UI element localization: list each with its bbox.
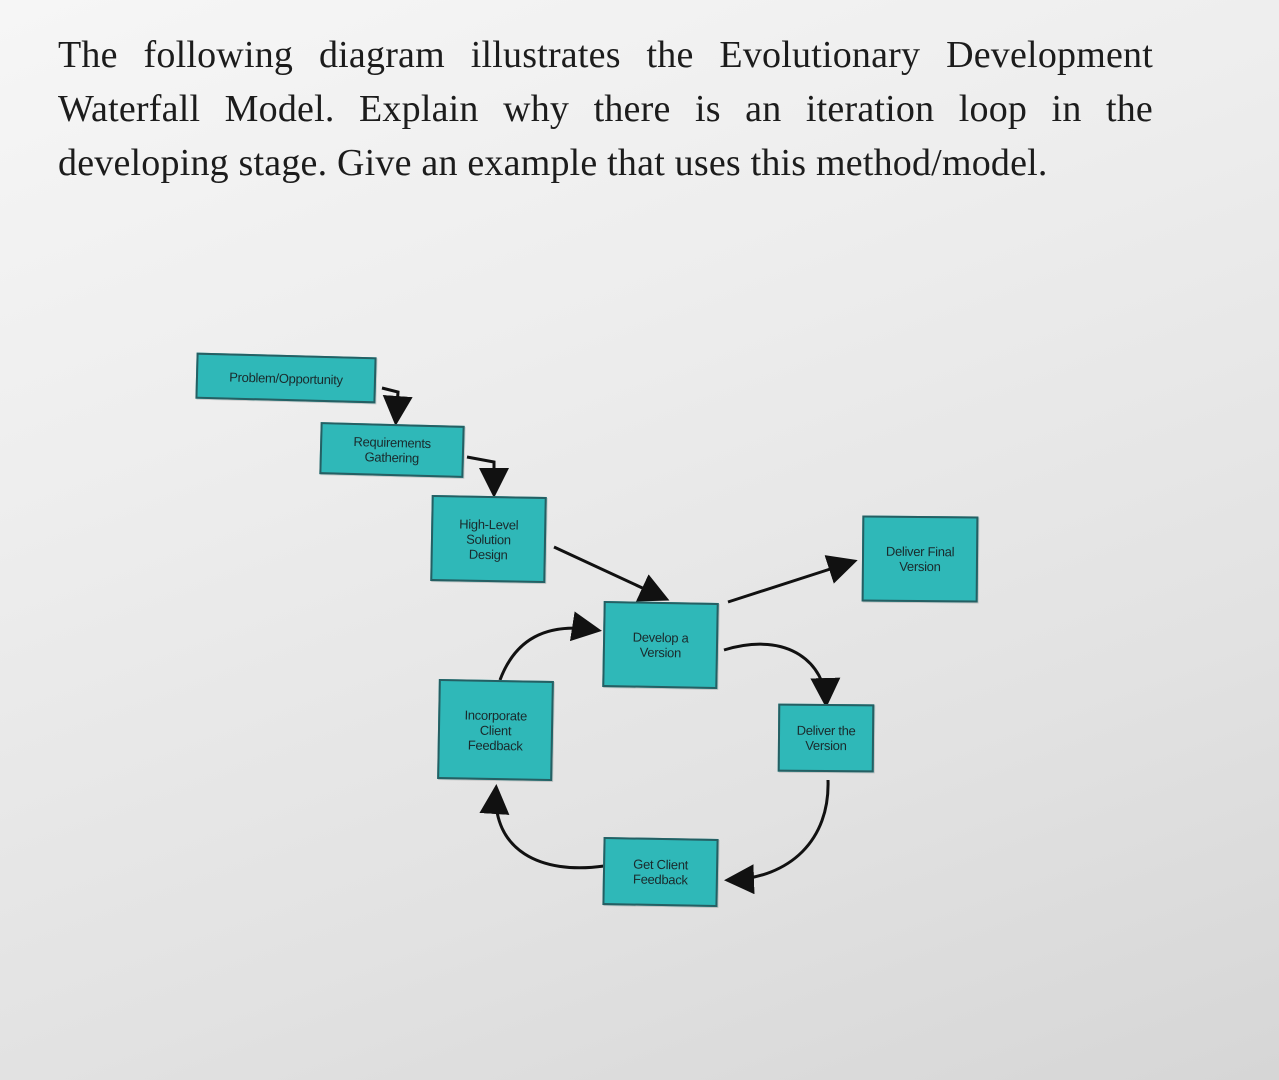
arrow-deliver-to-feedback (724, 779, 830, 895)
box-incorporate-client-feedback: Incorporate Client Feedback (437, 679, 554, 781)
box-requirements-gathering: Requirements Gathering (319, 422, 465, 478)
question-text: The following diagram illustrates the Ev… (58, 34, 1153, 184)
arrow-develop-to-deliver (723, 642, 841, 708)
arrow-requirements-to-design (466, 455, 509, 498)
box-high-level-solution-design: High-Level Solution Design (430, 495, 547, 583)
box-get-client-feedback: Get Client Feedback (602, 837, 719, 907)
arrow-develop-to-final (727, 555, 858, 604)
arrow-feedback-to-incorporate (479, 784, 605, 870)
box-problem-opportunity: Problem/Opportunity (195, 352, 377, 404)
arrow-design-to-develop (553, 545, 670, 602)
box-develop-a-version: Develop a Version (602, 601, 719, 689)
box-deliver-final-version: Deliver Final Version (861, 515, 979, 603)
box-deliver-the-version: Deliver the Version (777, 703, 875, 773)
arrow-incorporate-to-develop (498, 611, 602, 681)
arrow-problem-to-requirements (381, 386, 413, 426)
